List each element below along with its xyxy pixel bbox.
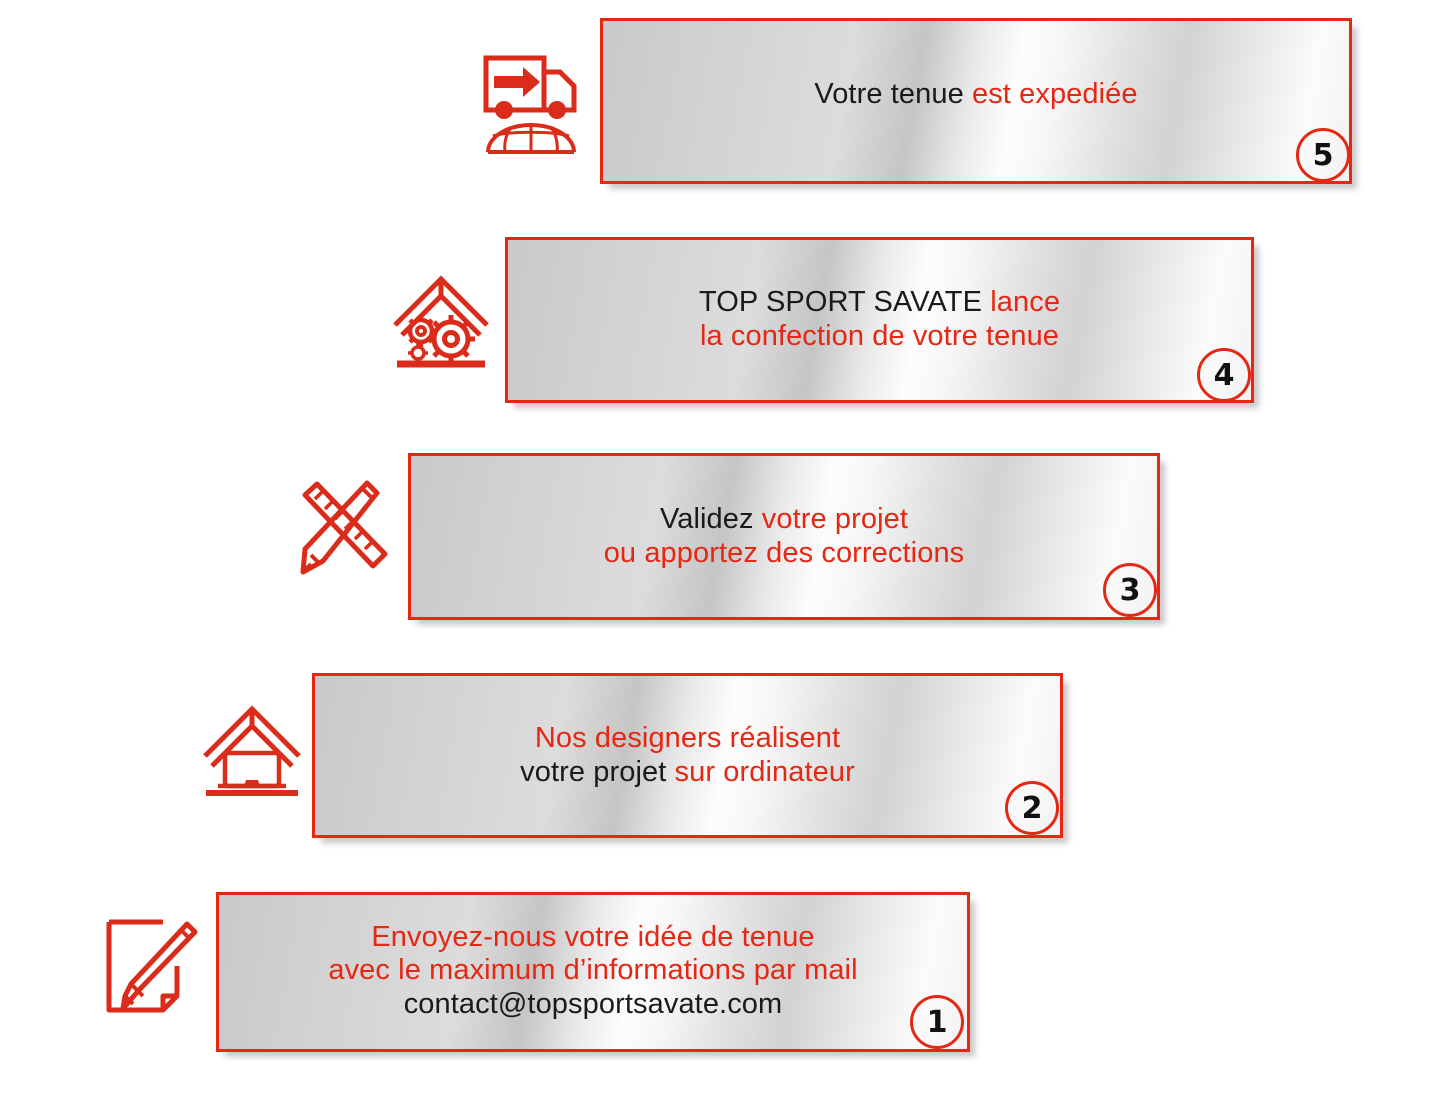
step-plaque-3[interactable]: Validez votre projet ou apportez des cor… [408,453,1160,620]
step-text-segment: ou apportez des corrections [603,536,965,569]
step-line: votre projet sur ordinateur [520,756,855,790]
step-line: Validez votre projet [660,503,908,537]
step-text-2: Nos designers réalisent votre projet sur… [315,676,1060,835]
truck-globe-icon [478,48,584,160]
step-text-segment: lance [990,286,1061,319]
step-email-text: contact@topsportsavate.com [403,987,783,1020]
step-text-segment: TOP SPORT SAVATE [698,286,991,319]
step-line: TOP SPORT SAVATE lance [699,286,1060,320]
roof-gears-icon [389,265,493,375]
step-line: Envoyez-nous votre idée de tenue [371,921,814,955]
step-number-badge-3: 3 [1103,563,1157,617]
step-number-badge-5: 5 [1296,128,1350,182]
step-text-segment: votre projet [761,502,909,535]
step-text-segment: est expediée [971,78,1138,111]
step-line: contact@topsportsavate.com [404,988,783,1022]
step-text-segment: Envoyez-nous votre idée de tenue [371,920,815,953]
step-plaque-2[interactable]: Nos designers réalisent votre projet sur… [312,673,1063,838]
ruler-pencil-icon [289,477,393,585]
step-text-5: Votre tenue est expediée [603,21,1349,181]
step-line: Nos designers réalisent [535,722,840,756]
step-text-4: TOP SPORT SAVATE lance la confection de … [508,240,1251,400]
step-number-badge-2: 2 [1005,781,1059,835]
step-plaque-5[interactable]: Votre tenue est expediée [600,18,1352,184]
step-text-segment: votre projet [520,755,675,788]
step-text-segment: avec le maximum d’informations par mail [328,954,858,987]
step-line: avec le maximum d’informations par mail [328,954,857,988]
roof-laptop-icon [200,698,304,802]
step-text-segment: la confection de votre tenue [699,320,1060,352]
document-pencil-icon [97,910,201,1020]
step-line: ou apportez des corrections [604,537,965,571]
step-plaque-4[interactable]: TOP SPORT SAVATE lance la confection de … [505,237,1254,403]
step-number-badge-4: 4 [1197,348,1251,402]
step-text-1: Envoyez-nous votre idée de tenue avec le… [219,895,967,1049]
step-text-segment: sur ordinateur [674,755,855,788]
step-plaque-1[interactable]: Envoyez-nous votre idée de tenue avec le… [216,892,970,1052]
step-line: la confection de votre tenue [700,320,1059,354]
step-line: Votre tenue est expediée [814,78,1137,112]
step-text-segment: Votre tenue [814,78,972,111]
step-text-segment: Validez [659,502,762,535]
step-text-segment: Nos designers réalisent [534,721,841,754]
step-text-3: Validez votre projet ou apportez des cor… [411,456,1157,617]
step-number-badge-1: 1 [910,995,964,1049]
